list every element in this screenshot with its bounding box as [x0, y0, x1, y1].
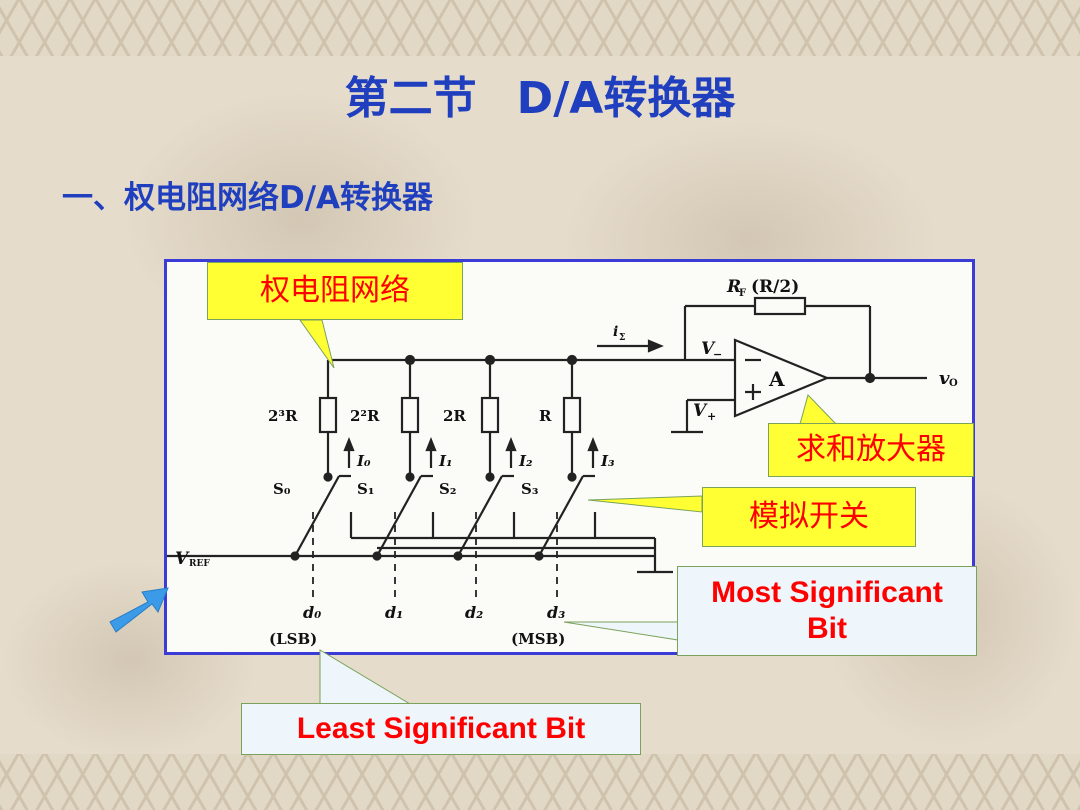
msb-text-line2: Bit — [807, 612, 847, 645]
feedback-resistor-rf — [753, 296, 807, 316]
vref-sub: REF — [189, 559, 210, 569]
bit-label-2: d₂ — [465, 603, 483, 622]
i-sigma-sub: Σ — [619, 333, 625, 343]
vo-sub: O — [949, 378, 958, 389]
v-plus-sub: + — [707, 410, 716, 423]
decorative-border-bottom — [0, 754, 1080, 810]
title-topic: D/A转换器 — [516, 73, 736, 124]
resistor-label-3: R — [539, 407, 552, 425]
vref-label: V — [175, 549, 190, 569]
bit-label-1: d₁ — [385, 603, 403, 622]
switch-label-0: S₀ — [273, 480, 291, 498]
current-arrow-head — [647, 339, 664, 353]
circuit-schematic: R F (R/2) i Σ V − V + A v O V REF 2³R 2²… — [167, 277, 958, 648]
v-minus-label: V — [701, 339, 716, 359]
current-label-2: I₂ — [518, 452, 533, 470]
op-amp-triangle — [733, 338, 830, 418]
branch-2 — [457, 360, 514, 557]
i-sigma-label: i — [613, 324, 618, 340]
current-label-3: I₃ — [600, 452, 615, 470]
branch-0 — [293, 360, 351, 557]
switch-label-1: S₁ — [357, 480, 374, 498]
bit-label-0: d₀ — [303, 603, 321, 622]
rf-label-sub: F — [739, 288, 746, 299]
callout-most-significant-bit: Most Significant Bit — [677, 566, 977, 656]
control-dashed-lines — [312, 512, 558, 600]
slide-title: 第二节 D/A转换器 — [0, 62, 1080, 126]
switch-pivot-dots — [290, 472, 577, 561]
pointer-lsb — [319, 649, 412, 705]
resistor-label-2: 2R — [443, 407, 466, 425]
callout-least-significant-bit: Least Significant Bit — [241, 703, 641, 755]
branch-1 — [376, 360, 433, 557]
amp-label: A — [768, 367, 785, 391]
rf-label: R — [726, 277, 741, 297]
v-minus-sub: − — [713, 348, 722, 361]
msb-tag: (MSB) — [511, 630, 565, 648]
rf-value: (R/2) — [751, 277, 799, 297]
resistor-label-1: 2²R — [350, 407, 380, 425]
bit-label-3: d₃ — [547, 603, 565, 622]
decorative-border-top — [0, 0, 1080, 56]
title-section: 第二节 — [344, 73, 477, 124]
branch-3 — [538, 360, 595, 557]
slide-subtitle: 一、权电阻网络D/A转换器 — [62, 180, 434, 216]
callout-analog-switch: 模拟开关 — [702, 487, 916, 547]
callout-resistor-network: 权电阻网络 — [207, 262, 463, 320]
current-label-0: I₀ — [356, 452, 371, 470]
switch-label-3: S₃ — [521, 480, 538, 498]
branch-current-arrows — [343, 437, 599, 468]
lsb-tag: (LSB) — [269, 630, 317, 648]
msb-text-line1: Most Significant — [711, 576, 943, 609]
v-plus-label: V — [693, 401, 708, 421]
ground-contact-tabs — [349, 512, 673, 574]
switch-label-2: S₂ — [439, 480, 456, 498]
callout-summing-amplifier: 求和放大器 — [768, 423, 974, 477]
current-label-1: I₁ — [438, 452, 453, 470]
resistor-label-0: 2³R — [268, 407, 298, 425]
vo-label: v — [939, 368, 950, 389]
